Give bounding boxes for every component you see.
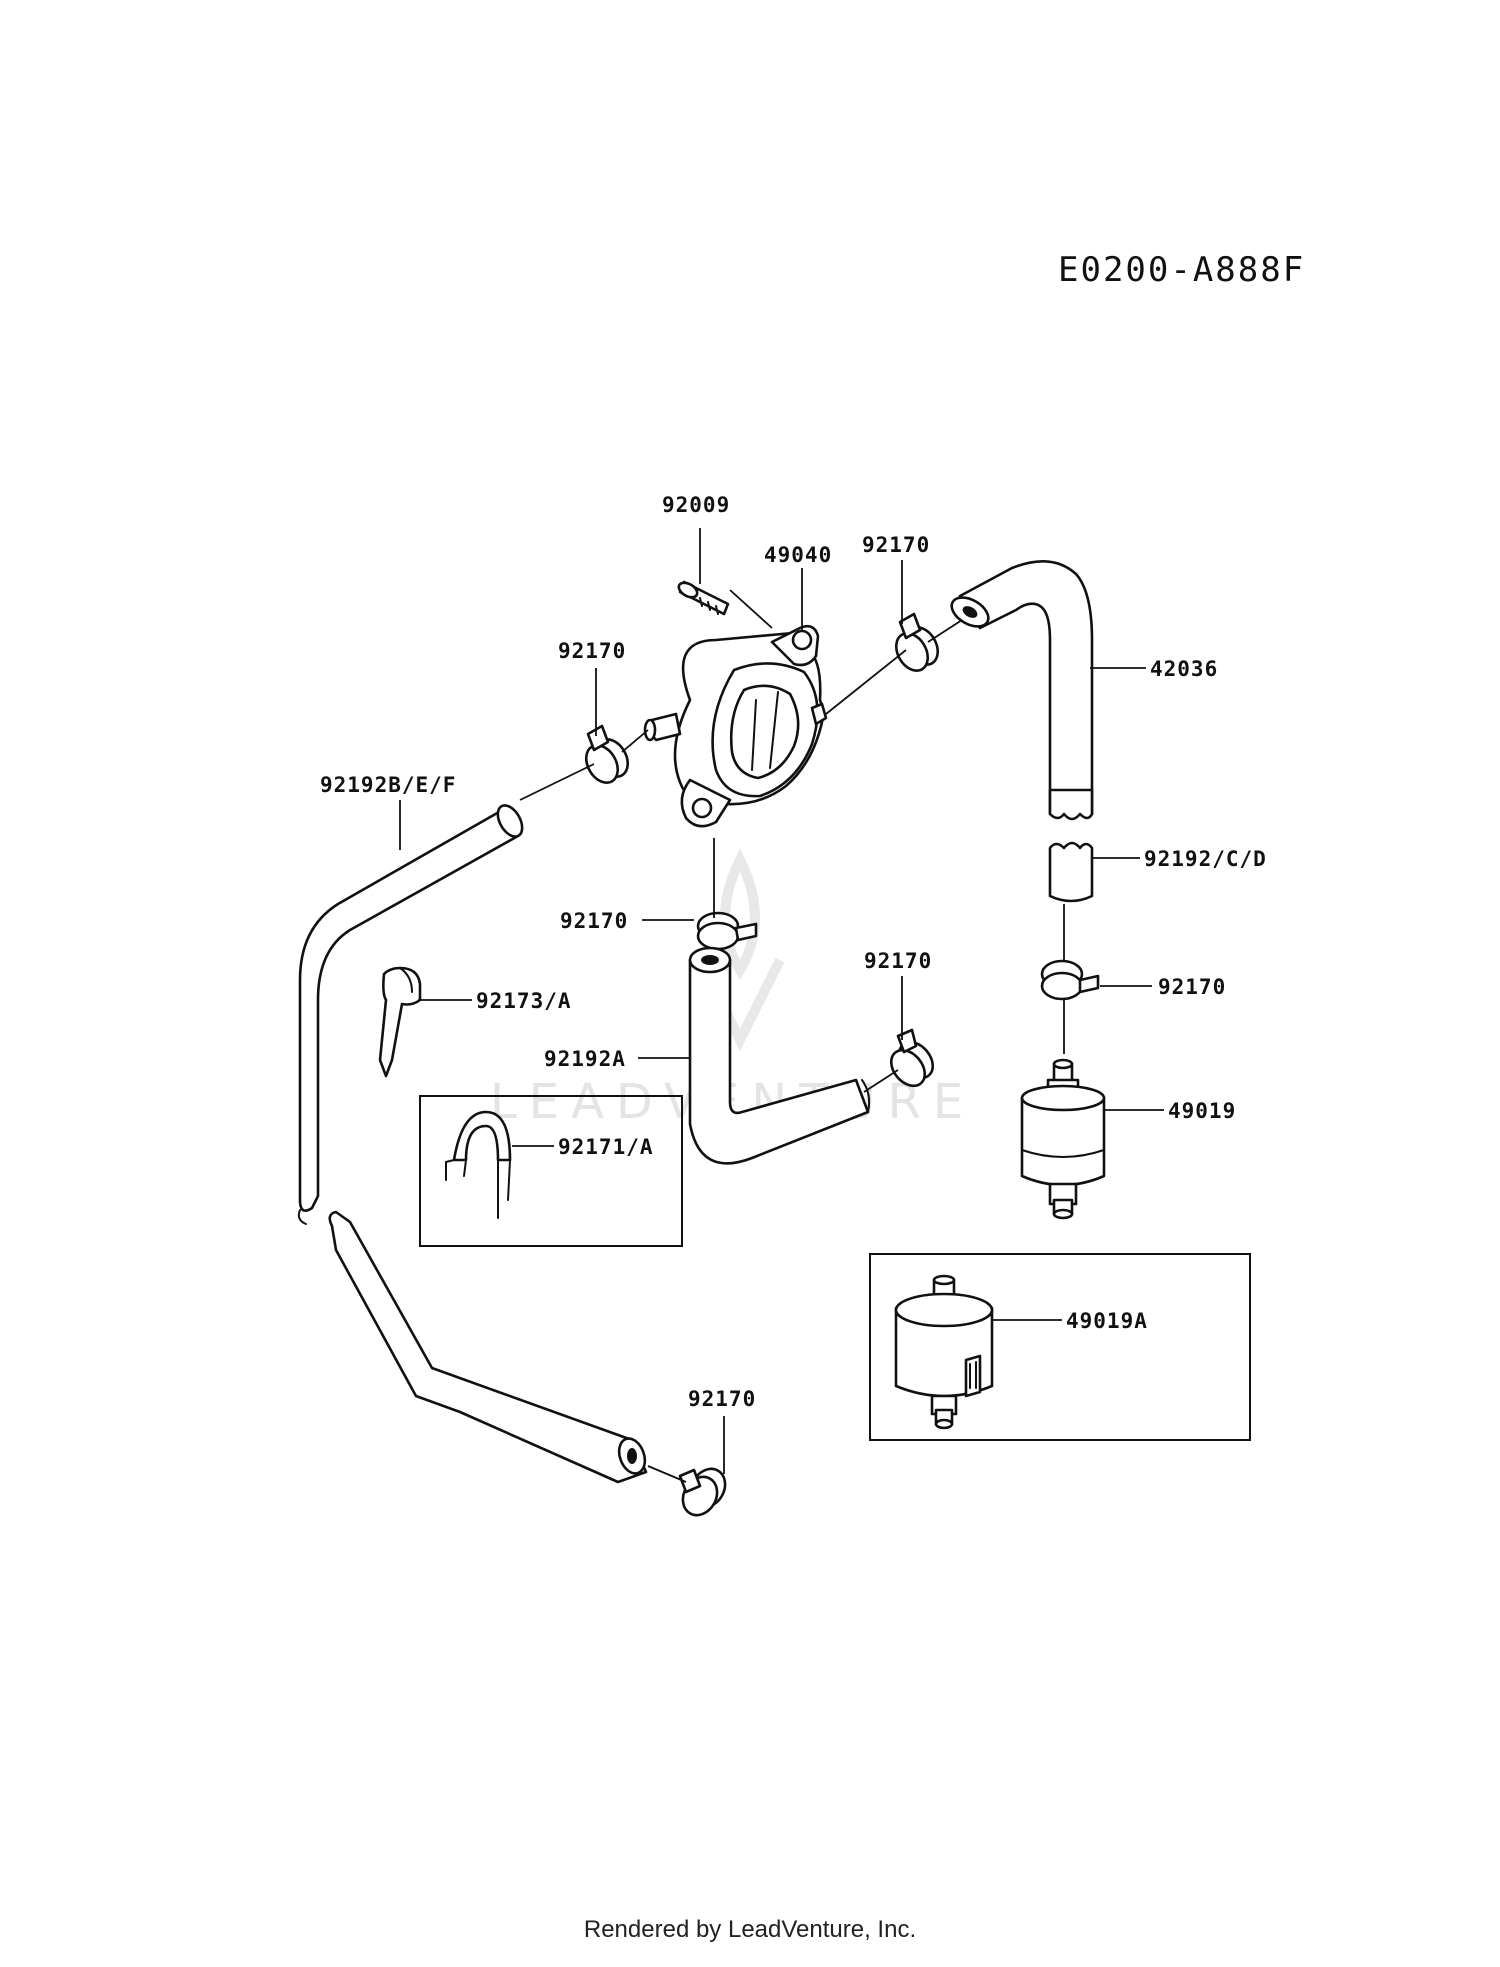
inset-box-49019a xyxy=(869,1253,1251,1441)
assembly-center-lines xyxy=(519,589,1065,1483)
label-49040: 49040 xyxy=(764,543,832,567)
label-92009: 92009 xyxy=(662,493,730,517)
fuel-filter-49019a xyxy=(894,1274,994,1430)
label-92171a: 92171/A xyxy=(558,1135,654,1159)
hose-42036 xyxy=(950,559,1094,821)
label-92173a: 92173/A xyxy=(476,989,572,1013)
hose-92192bef xyxy=(298,804,648,1484)
label-49019a: 49019A xyxy=(1066,1309,1148,1333)
clamp-92170-top xyxy=(894,612,940,672)
fuel-filter-49019 xyxy=(1020,1058,1106,1220)
label-92170-bottom: 92170 xyxy=(688,1387,756,1411)
hose-92192a xyxy=(688,946,871,1165)
clip-92171a xyxy=(445,1110,512,1219)
clamp-92170-right xyxy=(1040,959,1100,1001)
hose-92192cd xyxy=(1048,841,1094,903)
label-92170-left: 92170 xyxy=(558,639,626,663)
diagram-code: E0200-A888F xyxy=(1058,250,1306,290)
label-42036: 42036 xyxy=(1150,657,1218,681)
footer-credit: Rendered by LeadVenture, Inc. xyxy=(583,1916,917,1943)
inset-box-92171a xyxy=(419,1095,683,1247)
hose-92192bef-outer-line xyxy=(297,1209,307,1225)
label-92170-mid: 92170 xyxy=(864,949,932,973)
bolt-92009 xyxy=(677,580,730,616)
label-92170-center: 92170 xyxy=(560,909,628,933)
clamp-92170-center xyxy=(696,911,758,951)
clamp-92170-bottom xyxy=(678,1467,727,1517)
clip-92173a xyxy=(378,966,422,1078)
label-92170-right: 92170 xyxy=(1158,975,1226,999)
label-92170-top: 92170 xyxy=(862,533,930,557)
label-92192bef: 92192B/E/F xyxy=(320,773,456,797)
label-92192a: 92192A xyxy=(544,1047,626,1071)
label-49019: 49019 xyxy=(1168,1099,1236,1123)
clamp-92170-left xyxy=(584,724,630,784)
label-92192cd: 92192/C/D xyxy=(1144,847,1267,871)
fuel-pump-49040 xyxy=(643,624,828,828)
leader-lines xyxy=(399,528,1164,1474)
